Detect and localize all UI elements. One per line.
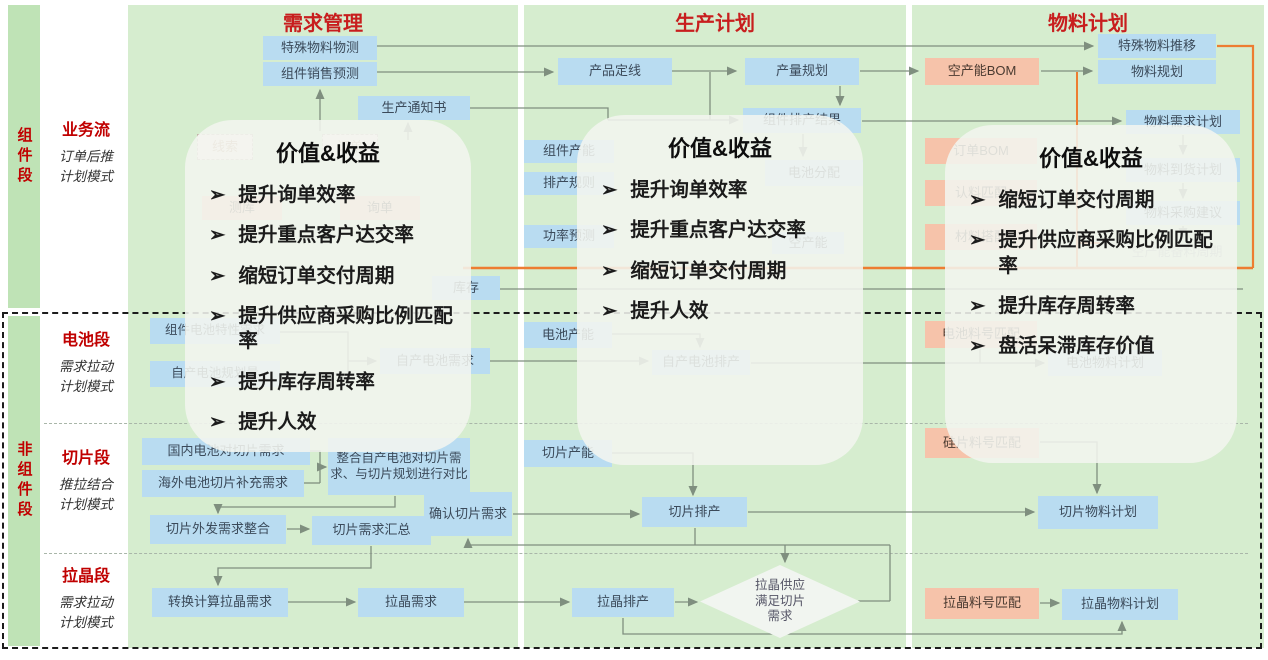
section-non-module: 非组件段 <box>8 316 40 646</box>
node-empty-capacity-bom: 空产能BOM <box>925 58 1039 85</box>
benefit-item: 提升人效 <box>601 299 851 324</box>
benefit-list: 缩短订单交付周期提升供应商采购比例匹配率提升库存周转率盘活呆滞库存价值 <box>945 188 1237 360</box>
row-mode-line1: 需求拉动 <box>59 359 113 374</box>
benefit-item: 提升人效 <box>209 410 459 435</box>
row-mode-line2: 计划模式 <box>59 379 113 394</box>
node-special-material-rollover: 特殊物料推移 <box>1098 34 1216 58</box>
benefit-item: 提升重点客户达交率 <box>209 223 459 248</box>
column-header-material: 物料计划 <box>1048 13 1128 35</box>
node-integrate-compare: 整合自产电池对切片需求、与切片规划进行对比 <box>328 438 470 495</box>
node-slice-scheduling: 切片排产 <box>642 497 747 527</box>
node-material-planning: 物料规划 <box>1098 60 1216 84</box>
node-overseas-battery-slice-supplement: 海外电池切片补充需求 <box>142 470 304 497</box>
row-mode-line2: 计划模式 <box>59 497 113 512</box>
benefit-item: 提升询单效率 <box>209 183 459 208</box>
column-header-production: 生产计划 <box>675 13 755 35</box>
benefit-item: 提升库存周转率 <box>969 294 1225 319</box>
node-crystal-scheduling: 拉晶排产 <box>572 588 674 617</box>
column-header-demand: 需求管理 <box>283 13 363 35</box>
node-slice-material-plan: 切片物料计划 <box>1038 496 1158 529</box>
row-title: 业务流 <box>61 122 110 139</box>
benefit-item: 盘活呆滞库存价值 <box>969 334 1225 359</box>
node-product-line-setting: 产品定线 <box>558 58 672 85</box>
row-mode-line1: 订单后推 <box>59 149 113 164</box>
section-module: 组件段 <box>8 5 40 308</box>
row-mode-line1: 需求拉动 <box>59 595 113 610</box>
row-label-business-flow: 业务流 订单后推 计划模式 <box>44 116 128 187</box>
benefit-item: 提升重点客户达交率 <box>601 218 851 243</box>
value-benefit-panel-demand: 价值&收益 提升询单效率提升重点客户达交率缩短订单交付周期提升供应商采购比例匹配… <box>185 120 471 452</box>
node-slice-outsource-demand: 切片外发需求整合 <box>150 515 286 544</box>
benefit-item: 缩短订单交付周期 <box>969 188 1225 213</box>
row-label-crystal: 拉晶段 需求拉动 计划模式 <box>44 562 128 633</box>
node-output-planning: 产量规划 <box>745 58 859 85</box>
benefit-item: 提升库存周转率 <box>209 370 459 395</box>
row-mode-line1: 推拉结合 <box>59 477 113 492</box>
row-title: 电池段 <box>61 332 110 349</box>
section-module-label: 组件段 <box>15 126 33 187</box>
panel-title: 价值&收益 <box>1039 146 1143 171</box>
node-crystal-demand: 拉晶需求 <box>358 588 464 617</box>
benefit-item: 提升询单效率 <box>601 178 851 203</box>
node-convert-crystal-demand: 转换计算拉晶需求 <box>152 588 288 617</box>
node-module-sales-forecast: 组件销售预测 <box>263 62 377 86</box>
node-production-notice: 生产通知书 <box>358 96 470 120</box>
row-title: 拉晶段 <box>61 568 110 585</box>
value-benefit-panel-production: 价值&收益 提升询单效率提升重点客户达交率缩短订单交付周期提升人效 <box>577 115 863 465</box>
slicing-crystal-divider <box>44 553 1248 554</box>
node-confirm-slice-demand: 确认切片需求 <box>424 492 512 536</box>
benefit-list: 提升询单效率提升重点客户达交率缩短订单交付周期提升人效 <box>577 178 863 324</box>
row-label-battery: 电池段 需求拉动 计划模式 <box>44 326 128 397</box>
benefit-item: 缩短订单交付周期 <box>601 259 851 284</box>
row-label-slicing: 切片段 推拉结合 计划模式 <box>44 444 128 515</box>
panel-title: 价值&收益 <box>276 141 380 166</box>
row-mode-line2: 计划模式 <box>59 169 113 184</box>
panel-title: 价值&收益 <box>668 136 772 161</box>
section-non-module-label: 非组件段 <box>15 441 33 521</box>
node-slice-demand-summary: 切片需求汇总 <box>312 516 431 545</box>
value-benefit-panel-material: 价值&收益 缩短订单交付周期提升供应商采购比例匹配率提升库存周转率盘活呆滞库存价… <box>945 125 1237 463</box>
node-special-material-forecast: 特殊物料物测 <box>263 36 377 60</box>
node-crystal-partno-match: 拉晶料号匹配 <box>925 588 1039 619</box>
row-title: 切片段 <box>61 450 110 467</box>
benefit-item: 提升供应商采购比例匹配率 <box>209 304 459 355</box>
row-mode-line2: 计划模式 <box>59 615 113 630</box>
benefit-item: 缩短订单交付周期 <box>209 264 459 289</box>
benefit-list: 提升询单效率提升重点客户达交率缩短订单交付周期提升供应商采购比例匹配率提升库存周… <box>185 183 471 435</box>
benefit-item: 提升供应商采购比例匹配率 <box>969 228 1225 279</box>
node-crystal-material-plan: 拉晶物料计划 <box>1062 589 1178 620</box>
